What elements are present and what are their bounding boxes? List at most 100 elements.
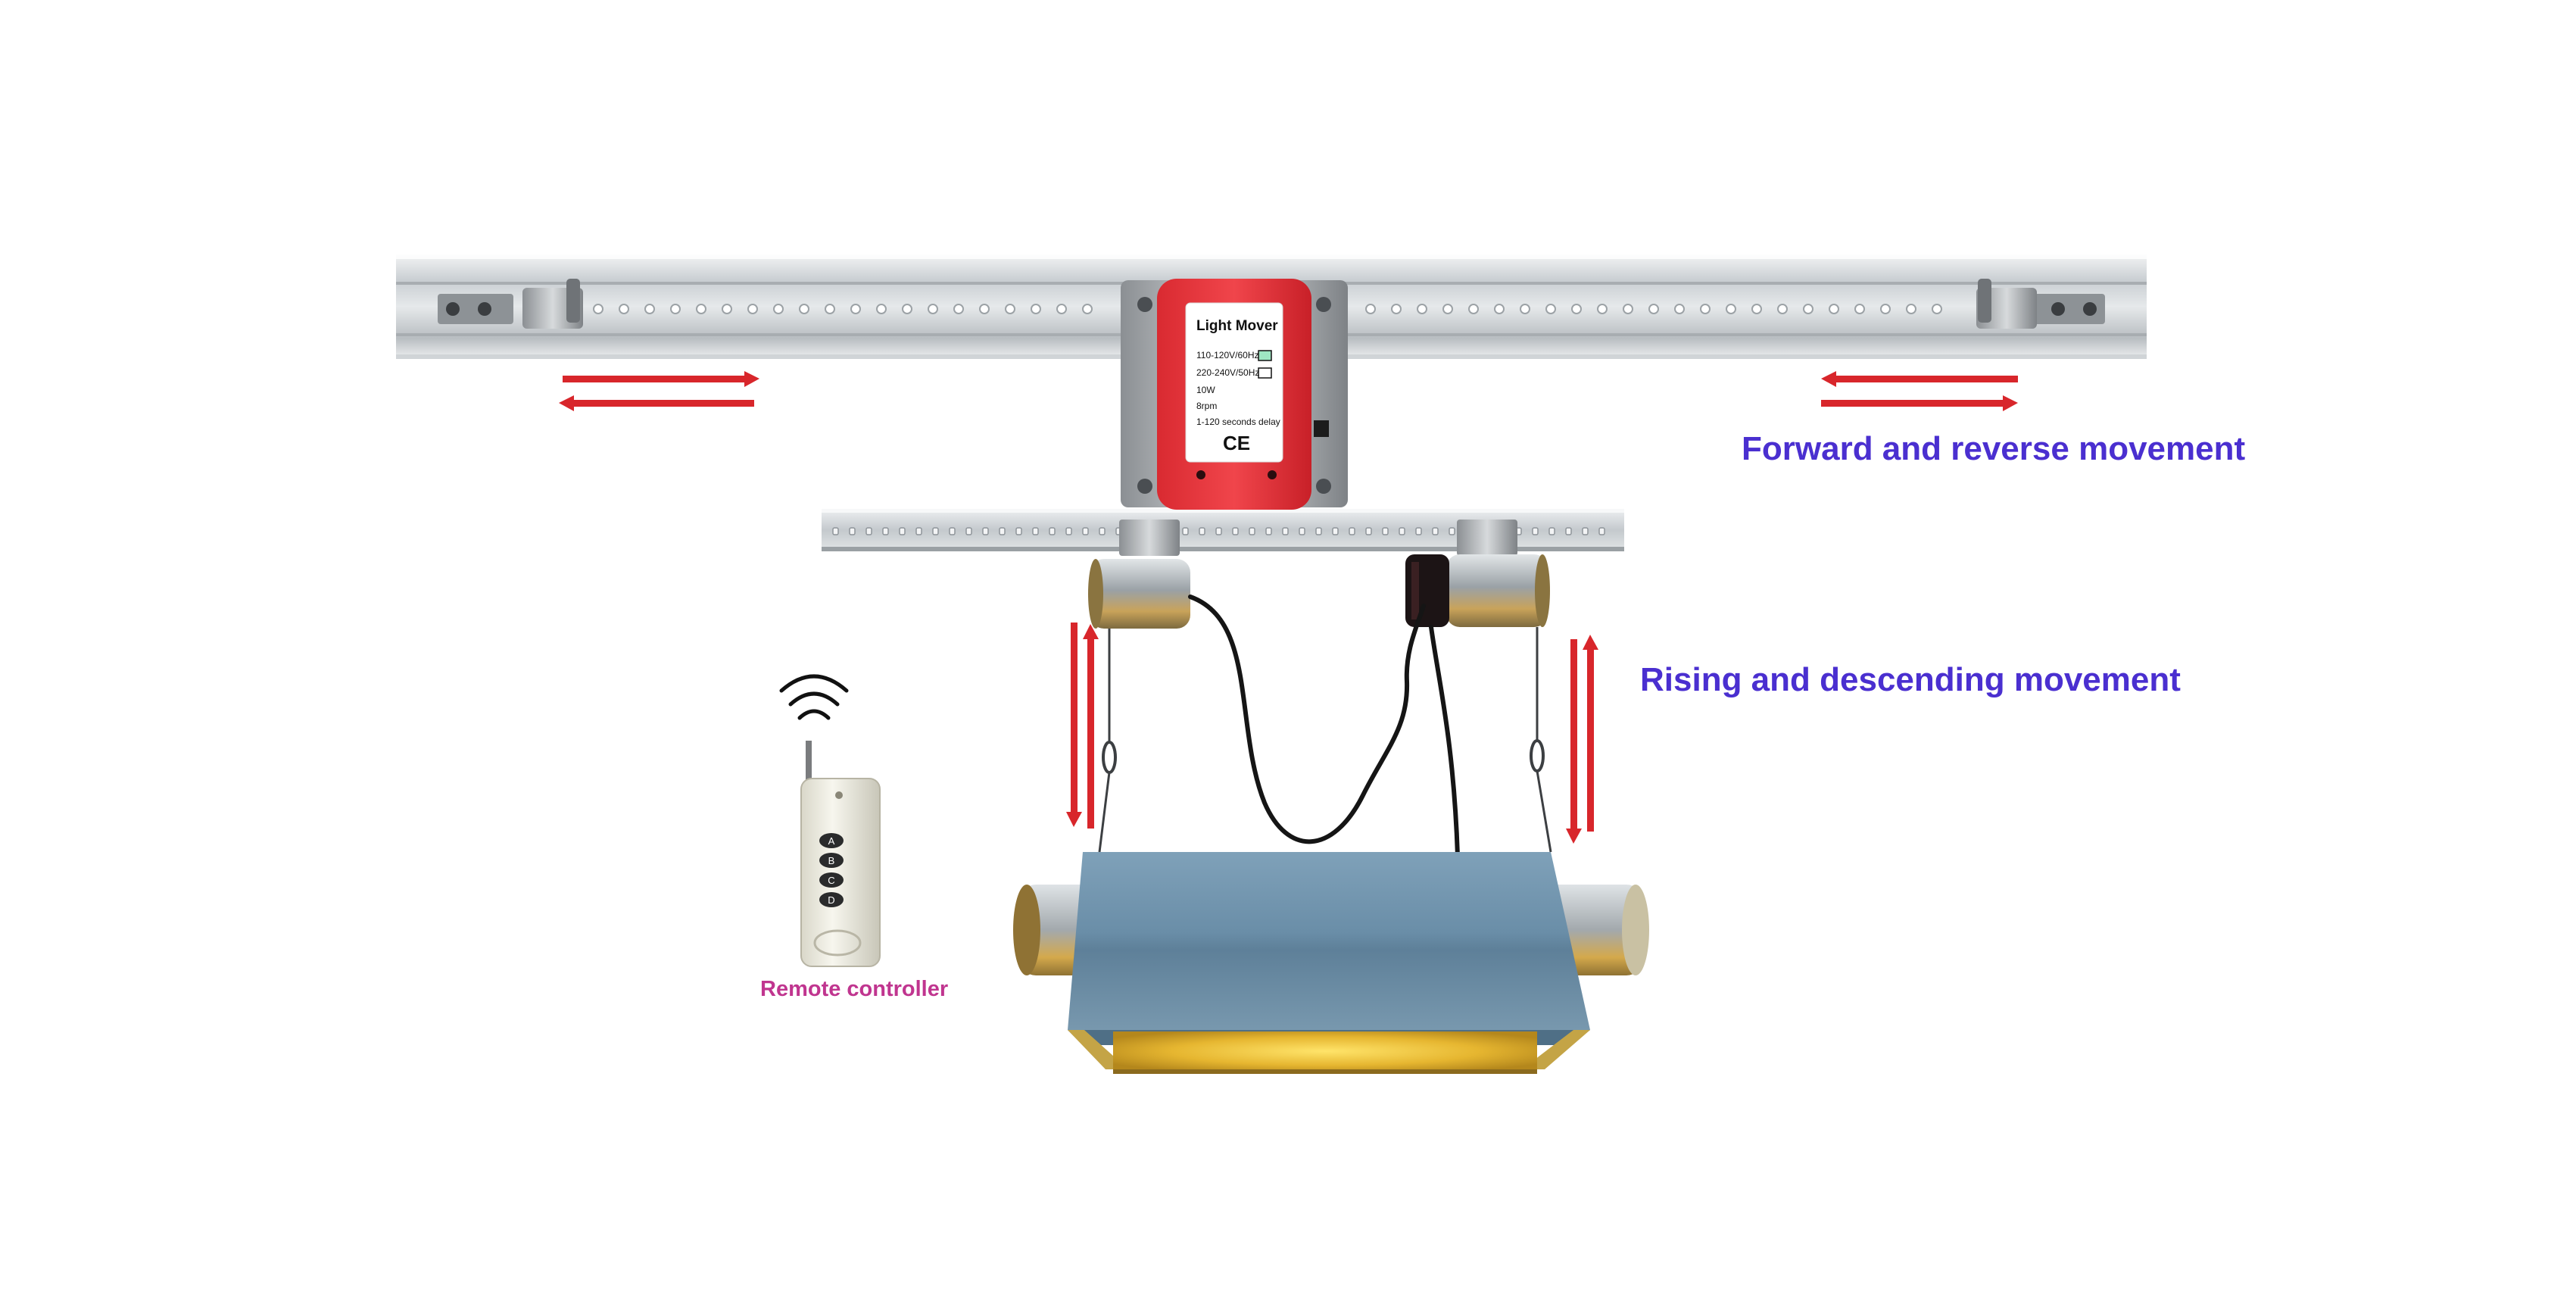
reflector-lamp xyxy=(1013,852,1649,1074)
light-mover-spec-power: 10W xyxy=(1196,385,1215,395)
rail-hole xyxy=(644,304,655,314)
rail-hole xyxy=(1571,304,1582,314)
rail-hole xyxy=(1777,304,1788,314)
rail-slot xyxy=(999,527,1006,535)
rail-hole xyxy=(1082,304,1093,314)
rail-slot xyxy=(1182,527,1189,535)
light-mover-spec-voltage-1: 110-120V/60Hz xyxy=(1196,350,1259,360)
rail-slot xyxy=(1249,527,1255,535)
lower-rail xyxy=(822,509,1624,556)
rail-hole xyxy=(1674,304,1685,314)
remote-button-d xyxy=(819,892,844,907)
rail-hole xyxy=(1056,304,1067,314)
rail-hole xyxy=(1803,304,1813,314)
rail-hole xyxy=(1468,304,1479,314)
rail-slot xyxy=(1315,527,1322,535)
hanging-wires xyxy=(1098,627,1552,853)
light-mover-spec-speed: 8rpm xyxy=(1196,401,1218,411)
rail-hole xyxy=(928,304,938,314)
remote-button-label: B xyxy=(828,855,835,866)
rail-hole xyxy=(825,304,835,314)
rise-descend-arrows xyxy=(1066,623,1598,844)
rail-slot xyxy=(1282,527,1289,535)
rail-hole xyxy=(619,304,629,314)
rail-hole xyxy=(1005,304,1015,314)
rail-slot xyxy=(1215,527,1222,535)
rail-slot xyxy=(1415,527,1422,535)
rail-hole xyxy=(799,304,809,314)
rail-slot xyxy=(832,527,839,535)
rail-slot xyxy=(1349,527,1355,535)
rail-slot xyxy=(849,527,856,535)
rail-hole xyxy=(953,304,964,314)
rail-slot xyxy=(1065,527,1072,535)
remote-button-a xyxy=(819,833,844,848)
rail-slot xyxy=(1548,527,1555,535)
rail-slot xyxy=(1199,527,1205,535)
rail-hole xyxy=(1391,304,1402,314)
rail-slot xyxy=(899,527,906,535)
rail-hole xyxy=(1854,304,1865,314)
rail-hole xyxy=(979,304,990,314)
rail-slot xyxy=(1532,527,1539,535)
remote-button-label: D xyxy=(828,894,834,906)
rail-hole xyxy=(773,304,784,314)
remote-button-label: C xyxy=(828,875,834,886)
rail-slot xyxy=(915,527,922,535)
power-cables xyxy=(1188,595,1460,858)
rail-hole xyxy=(1623,304,1633,314)
ce-mark: CE xyxy=(1223,432,1251,454)
rail-slot xyxy=(1265,527,1272,535)
rail-slot xyxy=(1582,527,1589,535)
rail-slot xyxy=(1365,527,1372,535)
rail-slot xyxy=(1015,527,1022,535)
rail-slot xyxy=(949,527,956,535)
rail-hole xyxy=(1932,304,1942,314)
rail-hole xyxy=(1520,304,1530,314)
rail-hole xyxy=(1597,304,1608,314)
rail-slot xyxy=(1382,527,1389,535)
rail-slot xyxy=(1565,527,1572,535)
rail-slot xyxy=(1332,527,1339,535)
light-mover-spec-voltage-2: 220-240V/50Hz xyxy=(1196,367,1260,378)
rail-hole xyxy=(1829,304,1839,314)
rail-hole xyxy=(1906,304,1916,314)
rail-hole xyxy=(850,304,861,314)
rail-slot xyxy=(1232,527,1239,535)
rail-hole xyxy=(747,304,758,314)
rail-hole xyxy=(1545,304,1556,314)
rail-hole xyxy=(1726,304,1736,314)
rail-hole xyxy=(1751,304,1762,314)
rail-hole xyxy=(902,304,912,314)
light-mover-unit xyxy=(1121,279,1348,510)
rail-hole xyxy=(876,304,887,314)
rail-hole xyxy=(1417,304,1427,314)
forward-reverse-arrows xyxy=(559,371,2018,411)
rail-slot xyxy=(865,527,872,535)
rail-hole xyxy=(670,304,681,314)
rail-hole xyxy=(1365,304,1376,314)
rail-slot xyxy=(1399,527,1405,535)
light-mover-spec-delay: 1-120 seconds delay xyxy=(1196,417,1280,427)
remote-button-label: A xyxy=(828,835,835,847)
rail-slot xyxy=(1032,527,1039,535)
pulley-right xyxy=(1446,554,1550,627)
rail-slot xyxy=(1099,527,1106,535)
rail-hole xyxy=(722,304,732,314)
rail-hole xyxy=(593,304,603,314)
rail-hole xyxy=(1031,304,1041,314)
rail-hole xyxy=(1648,304,1659,314)
rail-slot xyxy=(965,527,972,535)
rail-hole xyxy=(1880,304,1891,314)
remote-button-c xyxy=(819,872,844,888)
rail-slot xyxy=(1432,527,1439,535)
remote-controller xyxy=(800,741,881,967)
rail-slot xyxy=(982,527,989,535)
wireless-signal-icon xyxy=(779,674,849,720)
rail-hole xyxy=(1442,304,1453,314)
rail-slot xyxy=(1082,527,1089,535)
caption-remote-controller: Remote controller xyxy=(760,977,949,1001)
